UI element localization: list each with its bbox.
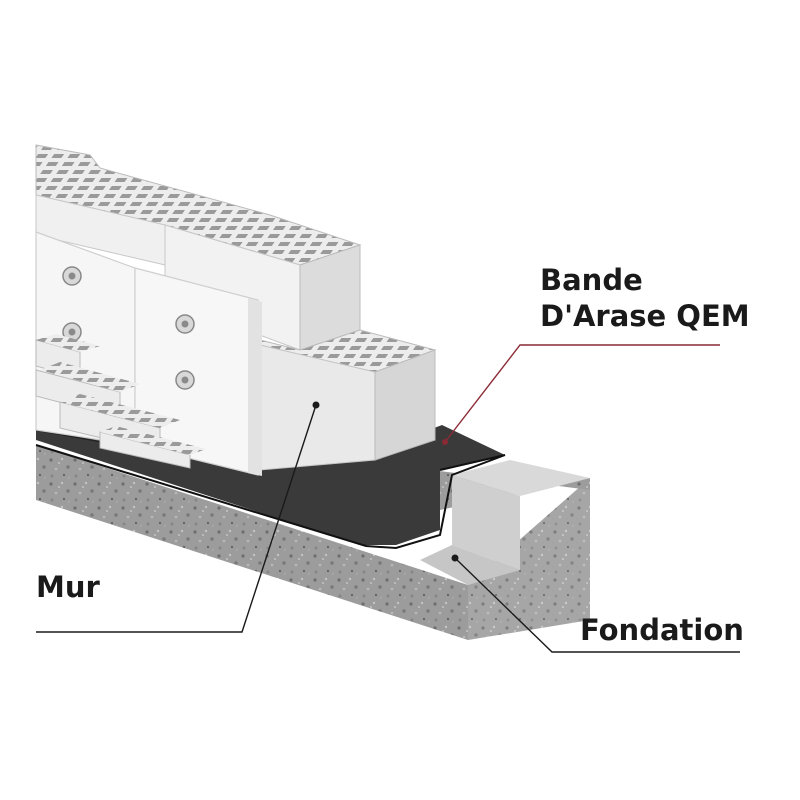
foundation-trench-floor: [420, 545, 520, 585]
leader-lines: [36, 344, 740, 653]
label-mur: Mur: [36, 570, 100, 604]
label-bande-line1: Bande: [540, 263, 643, 297]
step-block-4: [99, 431, 191, 469]
leader-fondation: [454, 557, 740, 653]
membrane-fold: [35, 444, 506, 550]
leader-bande: [444, 344, 720, 443]
insulation-panel-edge: [248, 298, 262, 476]
foundation-front-face: [36, 445, 468, 640]
step-block-2-top: [40, 362, 140, 392]
leader-mur: [36, 404, 317, 633]
foundation-trench-back: [452, 460, 590, 496]
label-bande-arase: Bande D'Arase QEM: [540, 262, 750, 335]
label-fondation: Fondation: [580, 613, 744, 647]
leader-mur-dot: [312, 401, 320, 409]
step-block-1-top: [36, 334, 100, 352]
foundation-trench-inner: [452, 475, 520, 570]
step-block-4-top: [100, 426, 206, 455]
label-bande-line2: D'Arase QEM: [540, 299, 750, 334]
block-lower-side: [374, 349, 436, 461]
leader-fondation-dot: [451, 554, 459, 562]
wall: [35, 144, 437, 476]
step-block-3-top: [60, 394, 180, 428]
leader-bande-dot: [442, 439, 448, 445]
